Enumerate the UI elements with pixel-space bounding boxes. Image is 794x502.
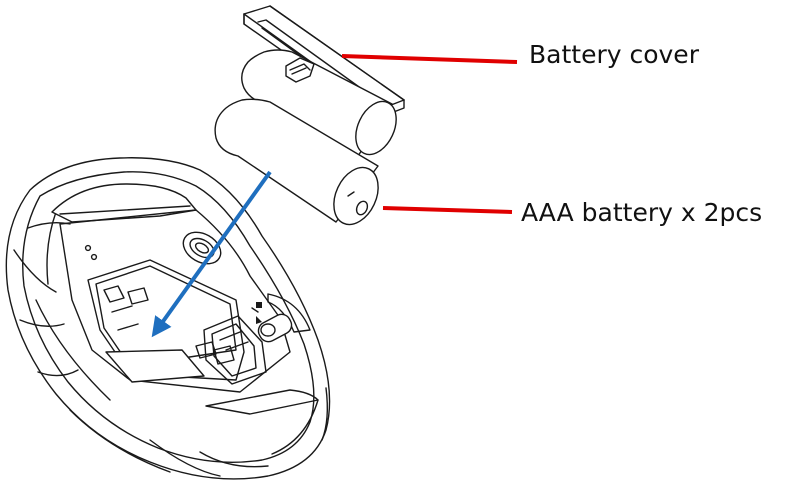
power-switch xyxy=(251,302,293,343)
battery-upper xyxy=(241,49,397,157)
battery-cover-label: Battery cover xyxy=(529,40,699,69)
aaa-battery-label: AAA battery x 2pcs xyxy=(521,198,763,227)
receiver-slot xyxy=(203,315,267,385)
battery-lower xyxy=(214,98,379,226)
battery-compartment xyxy=(87,259,245,381)
leader-line-battery xyxy=(382,206,513,214)
leader-line-cover xyxy=(341,54,518,64)
mouse-body xyxy=(5,157,331,480)
insert-direction-arrow xyxy=(151,170,272,338)
